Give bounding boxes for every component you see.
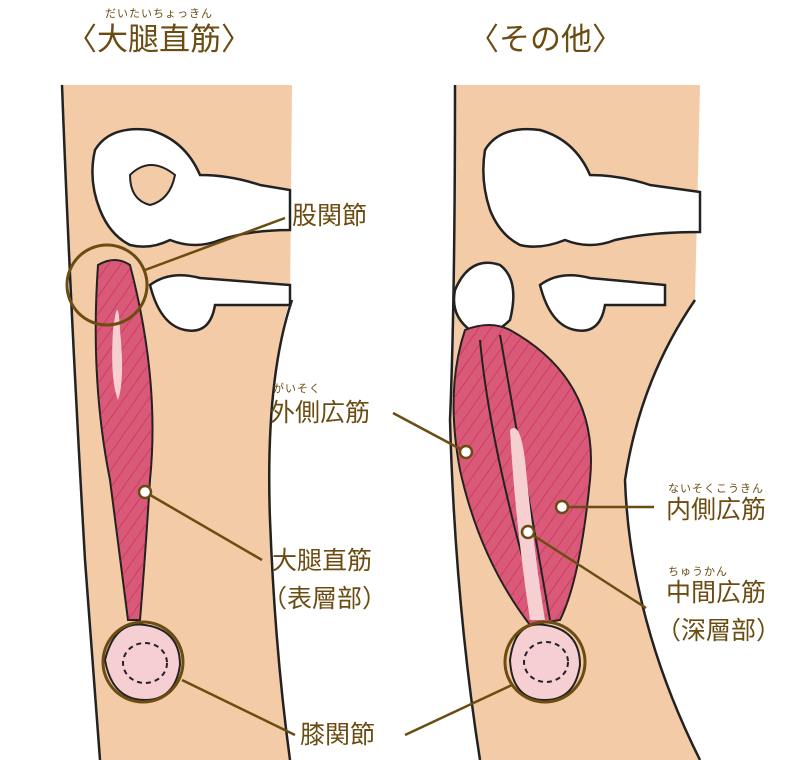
left-title: 〈大腿直筋〉 bbox=[66, 22, 252, 58]
leader-lines bbox=[144, 216, 654, 737]
label-vastus-lateralis-ruby: がいそく bbox=[273, 382, 321, 395]
right-title: 〈その他〉 bbox=[468, 22, 623, 58]
label-vastus-lateralis: 外側広筋 bbox=[270, 398, 371, 427]
label-knee-joint: 膝関節 bbox=[300, 720, 376, 749]
label-rectus-femoris-note: （表層部） bbox=[262, 584, 388, 613]
left-leg bbox=[60, 84, 294, 760]
label-vastus-intermedius-note: （深層部） bbox=[656, 616, 782, 645]
label-hip-joint: 股関節 bbox=[292, 201, 368, 230]
label-vastus-medialis: 内側広筋 bbox=[666, 495, 767, 524]
label-vastus-intermedius-ruby: ちゅうかん bbox=[668, 565, 728, 578]
label-vastus-medialis-ruby: ないそくこうきん bbox=[668, 482, 764, 495]
label-rectus-femoris: 大腿直筋 bbox=[272, 546, 373, 575]
label-vastus-intermedius: 中間広筋 bbox=[666, 578, 767, 607]
right-leg bbox=[448, 84, 702, 760]
left-title-ruby: だいたいちょっきん bbox=[105, 7, 213, 20]
marker-dots bbox=[137, 444, 570, 540]
